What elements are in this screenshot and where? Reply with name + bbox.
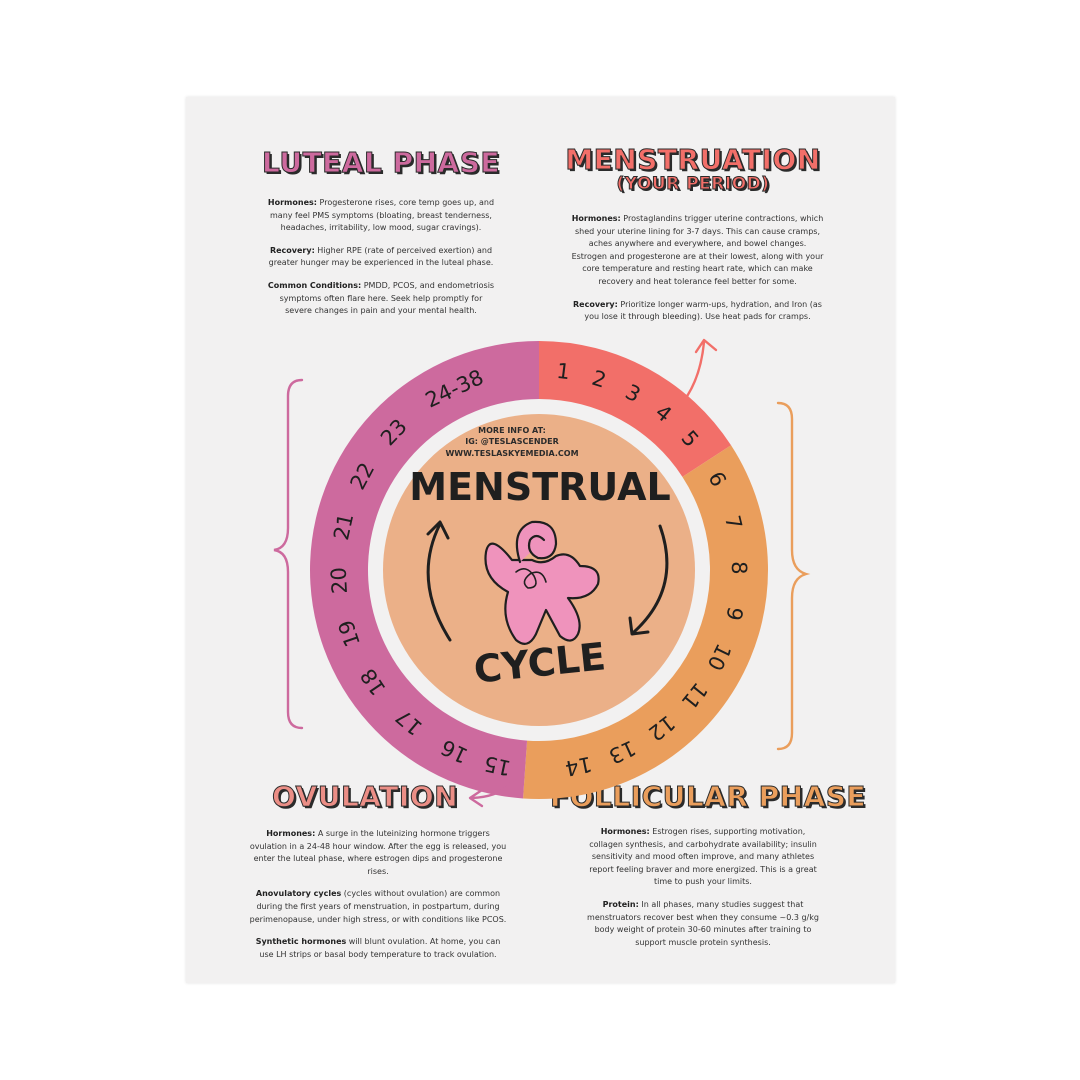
luteal-hormones: Hormones: Progesterone rises, core temp … <box>266 197 496 235</box>
ovulation-synthetic: Synthetic hormones will blunt ovulation.… <box>248 936 508 961</box>
center-word-menstrual: MENSTRUAL <box>409 465 670 509</box>
ovulation-anovulatory: Anovulatory cycles (cycles without ovula… <box>248 888 508 926</box>
menstruation-day-1: 1 <box>555 359 571 384</box>
center-info-2: IG: @TESLASCENDER <box>465 437 559 446</box>
luteal-hormones-label: Hormones: <box>267 198 317 207</box>
ovulation-anovulatory-label: Anovulatory cycles <box>255 889 342 899</box>
luteal-conditions-text: PMDD, PCOS, and endometriosis symptoms o… <box>279 280 495 316</box>
ovulation-day-15: 15 <box>482 751 513 780</box>
menstruation-recovery-label: Recovery: <box>573 299 618 309</box>
menstruation-title-main: MENSTRUATION <box>565 143 821 177</box>
menstruation-text: Hormones: Prostaglandins trigger uterine… <box>570 213 825 334</box>
follicular-hormones-label: Hormones: <box>600 827 650 836</box>
ovulation-text: Hormones: A surge in the luteinizing hor… <box>248 828 508 971</box>
luteal-day-21: 21 <box>329 511 358 542</box>
ovulation-connector-arrow <box>470 750 524 800</box>
luteal-recovery-text: Higher RPE (rate of perceived exertion) … <box>268 245 494 268</box>
ovulation-anovulatory-text: (cycles without ovulation) are common du… <box>249 889 507 924</box>
follicular-day-7: 7 <box>720 513 746 532</box>
ovulation-connector-head <box>468 788 484 808</box>
follicular-hormones: Hormones: Estrogen rises, supporting mot… <box>583 826 823 889</box>
follicular-text: Hormones: Estrogen rises, supporting mot… <box>583 826 823 959</box>
luteal-text: Hormones: Progesterone rises, core temp … <box>266 197 496 328</box>
ring-segment-menstruation <box>539 341 732 477</box>
luteal-title: LUTEAL PHASE <box>262 146 500 180</box>
center-info-1: MORE INFO AT: <box>478 426 546 435</box>
follicular-day-14: 14 <box>563 752 594 781</box>
luteal-hormones-text: Progesterone rises, core temp goes up, a… <box>270 198 495 233</box>
ovulation-hormones-label: Hormones: <box>266 829 316 838</box>
menstruation-connector-head <box>694 338 718 354</box>
ring-segment-follicular <box>523 445 768 799</box>
center-info-3: WWW.TESLASKYEMEDIA.COM <box>445 449 578 458</box>
ovulation-synthetic-text: will blunt ovulation. At home, you can u… <box>259 937 501 959</box>
follicular-day-8: 8 <box>727 561 751 575</box>
luteal-day-20: 20 <box>327 566 352 594</box>
ovulation-title: OVULATION <box>272 780 459 814</box>
follicular-day-9: 9 <box>721 604 747 622</box>
ring-segment-luteal <box>310 341 539 799</box>
luteal-recovery-label: Recovery: <box>269 245 315 255</box>
menstruation-hormones-label: Hormones: <box>571 214 621 223</box>
menstruation-subtitle: (YOUR PERIOD) <box>616 174 770 195</box>
follicular-hormones-text: Estrogen rises, supporting motivation, c… <box>589 827 817 887</box>
menstruation-hormones: Hormones: Prostaglandins trigger uterine… <box>570 213 825 289</box>
luteal-conditions-label: Common Conditions: <box>267 280 362 290</box>
follicular-protein-text: In all phases, many studies suggest that… <box>587 899 819 947</box>
menstruation-recovery: Recovery: Prioritize longer warm-ups, hy… <box>570 299 825 324</box>
arrow-left-curve <box>426 522 452 642</box>
menstruation-hormones-text: Prostaglandins trigger uterine contracti… <box>571 214 824 286</box>
ovulation-hormones: Hormones: A surge in the luteinizing hor… <box>248 828 508 878</box>
arrow-right-curve <box>632 524 669 634</box>
luteal-conditions: Common Conditions: PMDD, PCOS, and endom… <box>266 280 496 318</box>
ovulation-hormones-text: A surge in the luteinizing hormone trigg… <box>249 829 507 876</box>
luteal-recovery: Recovery: Higher RPE (rate of perceived … <box>266 245 496 270</box>
cycle-ring <box>310 341 768 799</box>
right-brace <box>776 401 811 751</box>
menstruation-connector-arrow <box>676 340 706 410</box>
menstruation-title: MENSTRUATION (YOUR PERIOD) <box>562 143 824 195</box>
menstruation-recovery-text: Prioritize longer warm-ups, hydration, a… <box>584 299 822 322</box>
left-brace <box>273 378 304 730</box>
uterus-illustration <box>484 520 600 645</box>
arrow-right-head <box>628 616 650 636</box>
arrow-left-head <box>426 520 450 540</box>
follicular-protein-label: Protein: <box>602 899 639 909</box>
follicular-protein: Protein: In all phases, many studies sug… <box>583 899 823 949</box>
ovulation-synthetic-label: Synthetic hormones <box>255 937 347 947</box>
